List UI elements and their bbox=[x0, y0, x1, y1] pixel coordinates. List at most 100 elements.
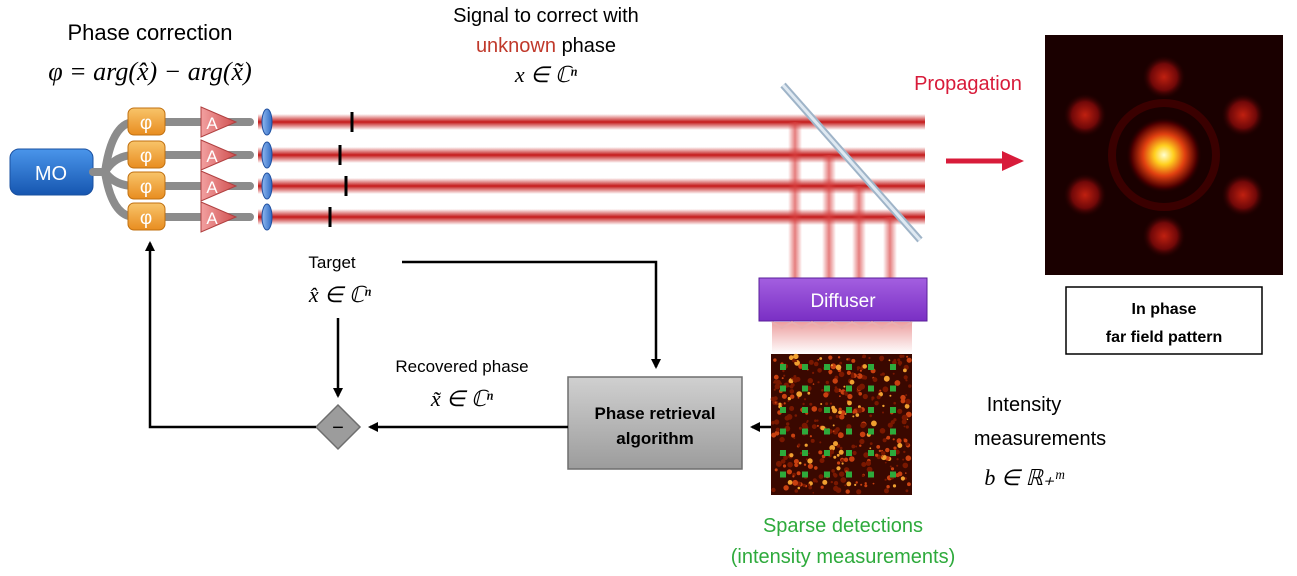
speckle-dot bbox=[843, 385, 846, 388]
speckle-dot bbox=[859, 444, 862, 447]
phase-word: phase bbox=[562, 35, 617, 57]
lens-icon bbox=[261, 172, 273, 200]
phase-markers bbox=[328, 112, 354, 227]
speckle-dot bbox=[783, 374, 786, 377]
speckle-dot bbox=[783, 402, 786, 405]
speckle-dot bbox=[862, 364, 867, 369]
detector-point bbox=[780, 428, 786, 435]
speckle-dot bbox=[770, 396, 776, 402]
speckle-dot bbox=[835, 364, 842, 371]
speckle-dot bbox=[906, 357, 912, 363]
recovered-phase-label: Recovered phase bbox=[395, 357, 528, 376]
speckle-dot bbox=[843, 457, 849, 462]
speckle-dot bbox=[851, 444, 856, 449]
speckle-dot bbox=[825, 380, 829, 385]
speckle-dot bbox=[897, 408, 903, 414]
speckle-dot bbox=[817, 368, 822, 373]
speckle-dot bbox=[892, 484, 897, 488]
detector-point bbox=[890, 407, 896, 413]
speckle-dot bbox=[781, 393, 787, 399]
speckle-dot bbox=[829, 445, 836, 451]
speckle-dot bbox=[899, 354, 903, 358]
speckle-dot bbox=[833, 455, 837, 459]
speckle-dot bbox=[845, 489, 850, 494]
signal-formula: x ∈ ℂⁿ bbox=[514, 62, 577, 87]
speckle-dot bbox=[893, 446, 897, 450]
speckle-dot bbox=[846, 370, 852, 375]
speckle-dot bbox=[783, 485, 789, 491]
detector-point bbox=[890, 364, 896, 370]
speckle-dot bbox=[896, 438, 902, 444]
detector-point bbox=[802, 385, 808, 392]
speckle-dot bbox=[812, 383, 815, 385]
speckle-dot bbox=[814, 419, 817, 423]
speckle-dot bbox=[828, 355, 833, 360]
speckle-dot bbox=[905, 455, 912, 462]
speckle-dot bbox=[886, 485, 890, 489]
speckle-dot bbox=[850, 372, 855, 376]
speckle-dot bbox=[884, 461, 887, 464]
speckle-dot bbox=[889, 394, 892, 397]
detector-point bbox=[824, 407, 830, 413]
speckle-dot bbox=[797, 444, 800, 447]
detector-point bbox=[868, 471, 874, 478]
speckle-dot bbox=[774, 401, 777, 404]
amplifier-2: A bbox=[200, 139, 238, 171]
speckle-dot bbox=[905, 442, 909, 446]
speckle-dot bbox=[831, 469, 835, 473]
speckle-dot bbox=[903, 368, 907, 373]
speckle-dot bbox=[811, 424, 817, 429]
speckle-dot bbox=[787, 480, 793, 485]
speckle-dot bbox=[787, 385, 790, 388]
sparse-detections-line1: Sparse detections bbox=[763, 515, 923, 537]
speckle-dot bbox=[794, 414, 798, 417]
speckle-dot bbox=[808, 359, 814, 365]
speckle-dot bbox=[798, 461, 802, 465]
speckle-dot bbox=[807, 458, 813, 464]
speckle-dot bbox=[836, 466, 841, 471]
target-to-algorithm-arrow bbox=[402, 260, 661, 369]
speckle-dot bbox=[786, 469, 793, 475]
speckle-dot bbox=[885, 447, 890, 453]
speckle-dot bbox=[847, 393, 853, 400]
speckle-dot bbox=[893, 418, 897, 422]
speckle-dot bbox=[869, 442, 873, 445]
speckle-dot bbox=[839, 361, 843, 365]
speckle-dot bbox=[816, 424, 819, 427]
speckle-dot bbox=[833, 481, 839, 486]
speckle-dot bbox=[905, 394, 908, 397]
speckle-dot bbox=[850, 374, 855, 379]
detector-point bbox=[802, 471, 808, 478]
speckle-pattern bbox=[770, 353, 912, 495]
speckle-dot bbox=[880, 450, 886, 456]
far-field-caption-box bbox=[1065, 286, 1263, 355]
detector-point bbox=[780, 450, 786, 456]
speckle-dot bbox=[773, 374, 779, 380]
speckle-dot bbox=[890, 467, 895, 471]
speckle-dot bbox=[774, 419, 780, 425]
phase-modulator-4: φ bbox=[127, 202, 166, 231]
speckle-dot bbox=[904, 403, 910, 409]
speckle-dot bbox=[841, 462, 844, 465]
detector-point bbox=[890, 428, 896, 435]
speckle-dot bbox=[903, 438, 908, 443]
detector-point bbox=[780, 407, 786, 413]
speckle-dot bbox=[779, 436, 785, 443]
speckle-dot bbox=[798, 426, 802, 430]
detector-point bbox=[890, 471, 896, 478]
speckle-dot bbox=[838, 410, 842, 415]
far-field-image bbox=[1045, 35, 1283, 275]
amplifiers: A A A A bbox=[200, 106, 238, 233]
mo-branches bbox=[89, 118, 254, 221]
speckle-dot bbox=[897, 360, 903, 366]
amp-label-1: A bbox=[206, 114, 218, 133]
speckle-dot bbox=[828, 371, 832, 375]
propagation-label: Propagation bbox=[914, 73, 1022, 95]
beam-3 bbox=[258, 178, 925, 194]
speckle-dot bbox=[807, 378, 813, 384]
speckle-dot bbox=[807, 391, 811, 395]
speckle-dot bbox=[857, 407, 863, 413]
speckle-dot bbox=[861, 422, 867, 428]
speckle-dot bbox=[905, 411, 912, 418]
phi-label-3: φ bbox=[140, 177, 152, 198]
